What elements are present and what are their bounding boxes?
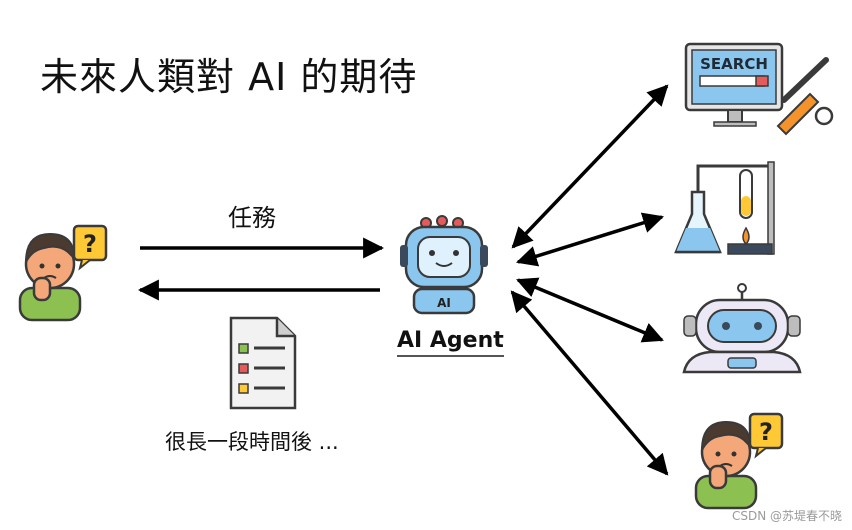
search-monitor-tools-icon: SEARCH [684, 42, 834, 136]
agent-label: AI Agent [397, 328, 504, 357]
watermark: CSDN @苏堤春不晓 [731, 509, 842, 523]
robot-icon: AI [400, 215, 488, 315]
arrow-to-robot [516, 277, 664, 343]
arrow-to-lab [515, 212, 665, 267]
thinking-person-right-icon: ? [694, 412, 784, 510]
document-list-icon [229, 316, 297, 410]
lab-equipment-icon [674, 161, 775, 255]
search-text: SEARCH [700, 55, 768, 73]
humanoid-robot-icon [682, 283, 802, 374]
thinking-person-icon: ? [18, 224, 108, 322]
robot-badge: AI [437, 296, 451, 310]
later-label: 很長一段時間後 ... [165, 430, 339, 454]
arrow-to-human [510, 290, 669, 476]
task-label: 任務 [228, 204, 276, 232]
question-mark-right: ? [759, 418, 773, 446]
page-title: 未來人類對 AI 的期待 [40, 55, 418, 99]
question-mark: ? [83, 230, 97, 258]
